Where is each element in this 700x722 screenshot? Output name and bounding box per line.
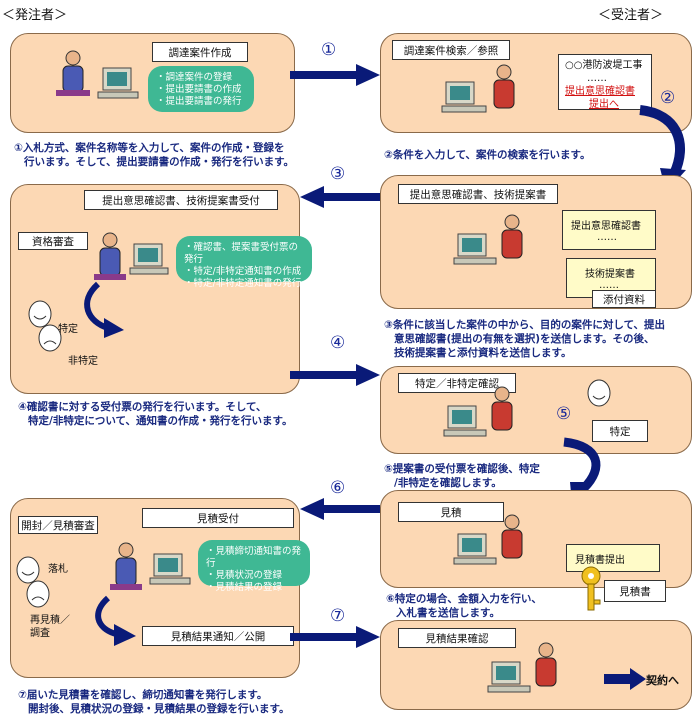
step1-task: ・調達案件の登録 [156,72,233,83]
contractor-header: ＜受注者＞ [598,8,664,23]
step1-task: ・提出要請書の作成 [156,84,242,95]
step5-description: ⑤提案書の受付票を確認後、特定 /非特定を確認します。 [384,463,540,489]
to-contract-label: 契約へ [646,674,679,687]
step7-description: ⑦届いた見積書を確認し、締切通知書を発行します。 開封後、見積状況の登録・見積結… [18,689,290,715]
step2-description: ②条件を入力して、案件の検索を行います。 [384,149,591,161]
case-name: ○○港防波堤工事 [565,60,643,71]
step4-arrow [290,364,380,386]
step6-right-title-box: 見積 [398,502,504,522]
step1-arrow [290,64,380,86]
orderer-header: ＜発注者＞ [2,8,68,23]
opening-review-box: 開封／見積審査 [18,516,98,534]
step1-worker-figure [56,50,139,99]
step4-description: ④確認書に対する受付票の発行を行います。そして、 特定/非特定について、通知書の… [18,401,293,427]
submit-link[interactable]: 提出へ [589,99,619,110]
step6-tasks-bubble: ・見積締切通知書の発行 ・見積状況の登録 ・見積結果の登録 [198,540,310,593]
step1-number: ① [321,40,337,60]
step2-worker-figure [441,64,515,113]
step7-number: ⑦ [330,606,346,626]
step1-tasks-bubble: ・調達案件の登録 ・提出要請書の作成 ・提出要請書の発行 [148,66,254,112]
selected-result-box: 特定 [592,420,648,442]
step6-result-arrow [95,595,136,646]
step6-contractor-figure [453,514,523,565]
step3-worker-figure [94,232,169,280]
step3-contractor-figure [453,214,523,265]
step3-left-panel [10,184,300,394]
winning-bid-label: 落札 [48,564,68,575]
step4-contractor-figure [443,386,513,437]
contract-arrow [604,668,646,690]
estimate-submission-note: 見積書提出 [566,544,660,572]
submit-confirmation-link[interactable]: 提出意思確認書 [565,86,635,97]
confirmation-document-note: 提出意思確認書 …… [562,210,656,250]
attachment-box: 添付資料 [592,290,656,308]
step7-arrow [290,626,380,648]
step2-title-box: 調達案件検索／参照 [392,40,510,60]
key-icon [581,566,601,611]
step3-description: ③条件に該当した案件の中から、目的の案件に対して、提出 意思確認書(提出の有無を… [384,319,666,359]
qualification-review-box: 資格審査 [18,232,88,250]
step4-title-box: 特定／非特定確認 [398,373,516,393]
theater-mask-icon [587,379,611,407]
step1-title-box: 調達案件作成 [152,42,248,62]
theater-masks-icon [28,300,62,352]
step2-case-callout: ○○港防波堤工事 …… 提出意思確認書 提出へ [558,54,652,110]
step1-description: ①入札方式、案件名称等を入力して、案件の作成・登録を 行います。そして、提出要請… [14,142,295,168]
step6-arrow [300,498,380,520]
step6-left-title-box: 見積受付 [142,508,294,528]
step3-left-title-box: 提出意思確認書、技術提案書受付 [84,190,278,210]
step3-result-arrow [84,281,124,338]
estimate-document-box: 見積書 [604,580,666,602]
step6-worker-figure [110,542,191,590]
step1-task: ・提出要請書の発行 [156,96,242,107]
step3-number: ③ [330,164,346,184]
step6-number: ⑥ [330,478,346,498]
step7-contractor-figure [487,642,557,693]
not-selected-label: 非特定 [68,356,98,367]
step5-number: ⑤ [556,404,572,424]
re-estimate-label: 再見積／ 調査 [30,615,70,639]
selected-label: 特定 [58,324,78,335]
step6-description: ⑥特定の場合、金額入力を行い、 入札書を送信します。 [386,593,542,619]
step4-number: ④ [330,333,346,353]
step2-number: ② [660,88,676,108]
step3-right-title-box: 提出意思確認書、技術提案書 [398,184,558,204]
step7-right-title-box: 見積結果確認 [398,628,516,648]
step3-arrow [300,186,380,208]
step3-tasks-bubble: ・確認書、提案書受付票の発行 ・特定/非特定通知書の作成 ・特定/非特定通知書の… [176,236,312,289]
step7-left-title-box: 見積結果通知／公開 [142,626,294,646]
theater-masks-icon [16,556,50,608]
